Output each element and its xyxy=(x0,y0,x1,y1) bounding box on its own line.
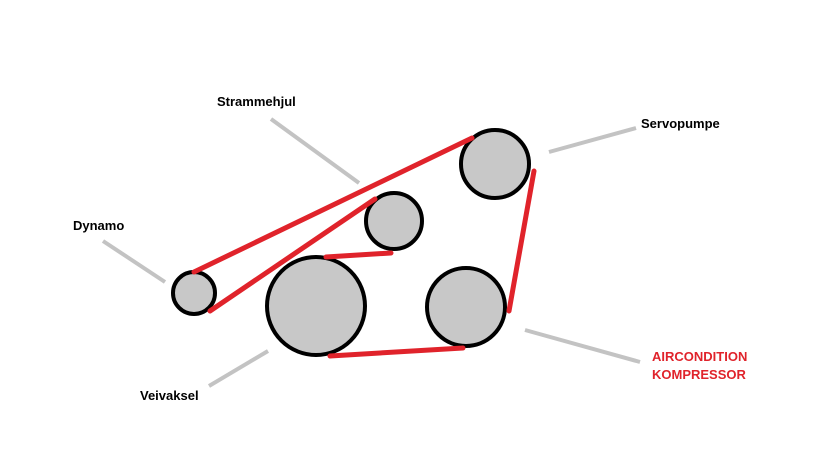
pulleys xyxy=(171,128,531,357)
belt-aircondition-veivaksel xyxy=(327,345,466,359)
belt-strammehjul-dynamo xyxy=(207,196,378,314)
belt xyxy=(191,135,537,359)
pointer-veivaksel xyxy=(207,349,270,388)
pointer-lines xyxy=(101,117,641,388)
pulley-veivaksel xyxy=(265,255,367,357)
belt-dynamo-servopumpe xyxy=(191,135,475,275)
pointer-dynamo xyxy=(101,239,167,284)
label-aircondition-line1: AIRCONDITION xyxy=(652,349,747,364)
label-strammehjul: Strammehjul xyxy=(217,94,296,109)
label-veivaksel: Veivaksel xyxy=(140,388,199,403)
pointer-servopumpe xyxy=(548,126,637,154)
pointer-strammehjul xyxy=(269,117,361,185)
label-dynamo: Dynamo xyxy=(73,218,124,233)
pointer-aircondition xyxy=(524,328,641,364)
pulley-servopumpe xyxy=(459,128,531,200)
label-aircondition-line2: KOMPRESSOR xyxy=(652,367,747,382)
belt-veivaksel-strammehjul xyxy=(323,250,394,260)
belt-servopumpe-aircondition xyxy=(506,168,537,314)
pulley-strammehjul xyxy=(364,191,424,251)
pulley-aircondition xyxy=(425,266,507,348)
pulley-dynamo xyxy=(171,270,217,316)
label-servopumpe: Servopumpe xyxy=(641,116,720,131)
